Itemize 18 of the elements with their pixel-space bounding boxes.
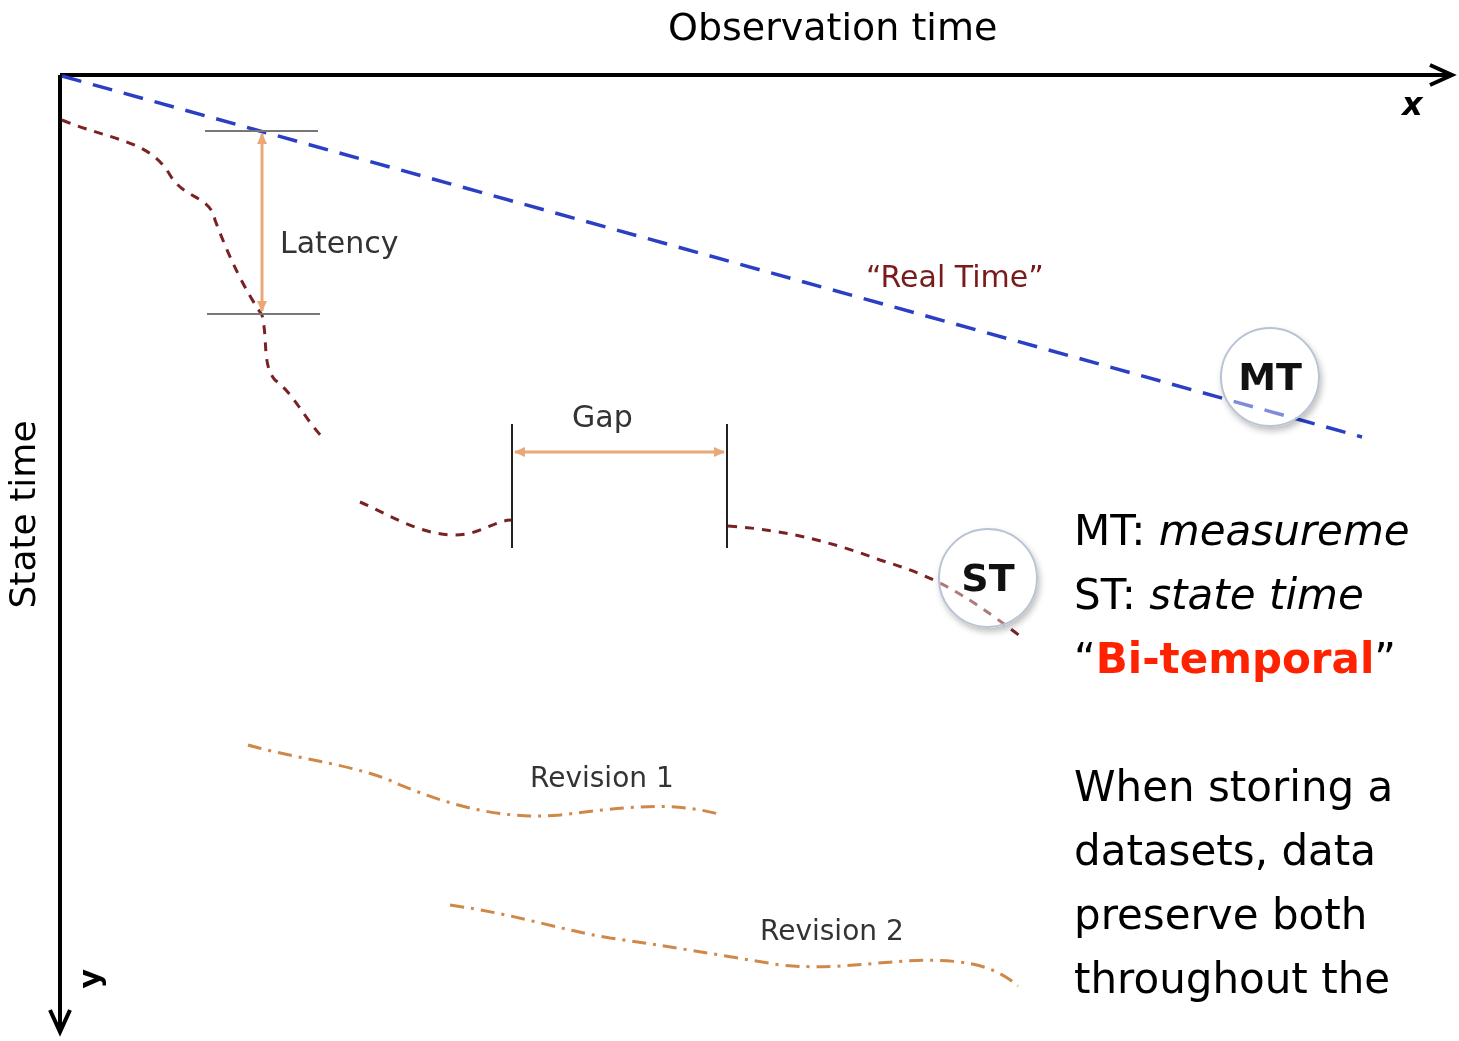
definition-text: ST: state time	[1074, 569, 1364, 621]
body-text: When storing a	[1074, 761, 1394, 813]
line-label: “Real Time”	[866, 258, 1044, 296]
axis-label: State time	[0, 420, 44, 609]
body-text: preserve both	[1074, 889, 1368, 941]
heading-text: “Bi-temporal”	[1074, 633, 1397, 685]
axis-label: Observation time	[668, 4, 998, 51]
axis-letter: x	[1402, 84, 1423, 124]
definition-text: MT: measureme	[1074, 505, 1410, 557]
curve-label: Revision 1	[530, 760, 674, 795]
circle-badge: MT	[1220, 327, 1320, 427]
axis-letter: y	[71, 968, 109, 989]
body-text: throughout the	[1074, 953, 1391, 1005]
body-text: datasets, data	[1074, 825, 1376, 877]
circle-badge: ST	[938, 528, 1038, 628]
curve-label: Revision 2	[760, 913, 904, 948]
dimension-label: Latency	[280, 224, 399, 262]
dimension-label: Gap	[572, 398, 633, 436]
